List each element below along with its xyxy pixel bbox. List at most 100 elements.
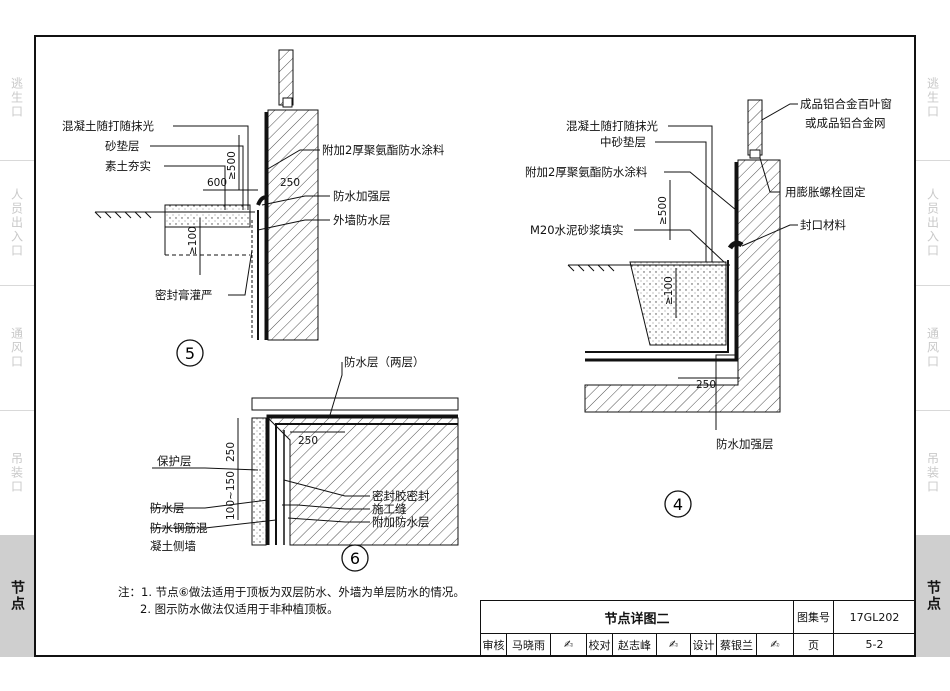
d4-window-sill: [749, 149, 761, 159]
d5-label-sand: 砂垫层: [105, 139, 140, 153]
atlas-label: 图集号: [793, 600, 833, 633]
d6-leader-4: [150, 519, 277, 529]
d4-leader-2: [655, 141, 707, 262]
d4-ground-hatch: [567, 264, 615, 272]
d6-leader-2: [152, 467, 259, 471]
d5-label-sealant: 密封膏灌严: [155, 288, 213, 302]
d4-leader-8: [715, 354, 738, 430]
side-tab-node: 节点: [0, 535, 34, 657]
d4-label-reinforce: 防水加强层: [716, 437, 774, 451]
d5-leader-2: [150, 145, 244, 210]
note-1: 注：1. 节点⑥做法适用于顶板为双层防水、外墙为单层防水的情况。: [118, 585, 465, 599]
d6-dim-100-150: 100~150: [225, 471, 237, 520]
d5-leader-7: [228, 249, 253, 296]
side-tab-ventilation: 通风口: [0, 285, 34, 411]
d4-label-louver: 成品铝合金百叶窗: [800, 97, 892, 111]
d5-label-soil: 素土夯实: [105, 159, 151, 173]
d5-window-frame: [278, 49, 294, 106]
d4-window-frame: [747, 99, 763, 156]
d5-dim-100: ≥100: [187, 226, 199, 255]
d6-leader-3: [150, 499, 269, 509]
right-side-tabs: 逃生口 人员出入口 通风口 吊装口 节点: [916, 0, 950, 691]
check-label: 校对: [586, 633, 612, 655]
d6-protection: [251, 417, 267, 546]
detail-6: 250 250 100~150 防水层（两层） 保护层 防水层 防水钢筋混 凝土…: [150, 355, 459, 572]
d5-label-reinforce: 防水加强层: [333, 189, 391, 203]
d6-label-protection: 保护层: [157, 454, 192, 468]
d6-slab-top: [251, 397, 459, 411]
d4-number-circle: [664, 490, 692, 518]
d4-label-mortar: M20水泥砂浆填实: [530, 223, 624, 237]
d4-leader-5: [761, 103, 798, 121]
d4-seal: [727, 240, 744, 250]
checker-name: 赵志峰: [612, 633, 656, 655]
d5-leader-1: [173, 125, 249, 210]
d6-dim-250: 250: [225, 442, 237, 462]
d5-dim-250: 250: [280, 177, 300, 189]
d4-leader-7: [741, 224, 798, 247]
d6-number-circle: [341, 544, 369, 572]
d5-leader-4: [265, 149, 320, 171]
side-tab-ventilation-right: 通风口: [916, 285, 950, 411]
d5-wall: [267, 109, 319, 341]
review-label: 审核: [480, 633, 506, 655]
side-tab-node-right: 节点: [916, 535, 950, 657]
d5-dim-500: ≥500: [226, 151, 238, 180]
d5-reinforce: [256, 195, 269, 206]
reviewer-signature: ✍: [550, 633, 586, 655]
d6-label-rc-wall-1: 防水钢筋混: [150, 521, 208, 535]
d4-leader-6: [759, 157, 780, 193]
d4-label-seal: 封口材料: [800, 218, 846, 232]
d6-label-extra-wp: 附加防水层: [372, 515, 430, 529]
d4-label-mesh: 或成品铝合金网: [805, 116, 886, 130]
d4-number: 4: [673, 495, 683, 514]
d5-leader-5: [261, 195, 330, 206]
d6-label-joint: 施工缝: [372, 502, 407, 516]
d4-wall: [584, 159, 781, 413]
d4-mortar-fill: [629, 261, 727, 346]
d6-leader-1: [329, 362, 343, 416]
d5-sand-layer: [164, 204, 251, 228]
d6-wp-2: [275, 423, 458, 545]
d5-window-sill: [282, 97, 293, 108]
d6-dim-250b: 250: [298, 435, 318, 447]
side-tab-hoisting: 吊装口: [9, 451, 24, 494]
d6-label-wp: 防水层: [150, 501, 185, 515]
page-label: 页: [793, 633, 833, 655]
d4-leader-3: [664, 171, 737, 211]
title-block: 节点详图二 图集号 17GL202 审核 马晓雨 ✍ 校对 赵志峰 ✍ 设计 蔡…: [480, 600, 916, 657]
detail-4: ≥500 ≥100 250 混凝土随打随抹光 中砂垫层 附加2厚聚氨酯防水涂料 …: [525, 97, 892, 518]
d5-leader-3: [164, 165, 226, 210]
d4-leader-1: [668, 125, 713, 262]
design-label: 设计: [690, 633, 716, 655]
d4-label-sand: 中砂垫层: [600, 135, 646, 149]
side-tab-personnel-right: 人员出入口: [916, 160, 950, 286]
d4-label-bolt: 用膨胀螺栓固定: [785, 185, 866, 199]
side-tab-personnel: 人员出入口: [0, 160, 34, 286]
note-2: 2. 图示防水做法仅适用于非种植顶板。: [140, 602, 339, 616]
d6-leader-5: [283, 479, 370, 497]
side-tab-escape: 逃生口: [0, 35, 34, 161]
d5-ground-hatch: [94, 211, 152, 219]
d6-structure: [266, 417, 459, 546]
d5-leader-6: [257, 219, 330, 231]
d6-wp-1: [266, 414, 458, 545]
d6-leader-7: [287, 517, 370, 523]
d4-dim-250: 250: [696, 379, 716, 391]
d4-dim-500: ≥500: [657, 196, 669, 225]
side-tab-hoisting-right: 吊装口: [925, 451, 940, 494]
d6-label-wp-two: 防水层（两层）: [344, 355, 425, 369]
d5-number-circle: [176, 339, 204, 367]
designer-signature: ✍: [756, 633, 793, 655]
d5-number: 5: [185, 344, 195, 363]
page-number: 5-2: [833, 633, 916, 655]
d5-label-coating: 附加2厚聚氨酯防水涂料: [322, 143, 445, 157]
drawing-title: 节点详图二: [480, 600, 793, 633]
d5-label-concrete: 混凝土随打随抹光: [62, 119, 154, 133]
checker-signature: ✍: [656, 633, 690, 655]
drawing-frame: [34, 35, 916, 657]
d5-label-outer: 外墙防水层: [333, 213, 391, 227]
atlas-number: 17GL202: [833, 600, 916, 633]
designer-name: 蔡银兰: [716, 633, 756, 655]
